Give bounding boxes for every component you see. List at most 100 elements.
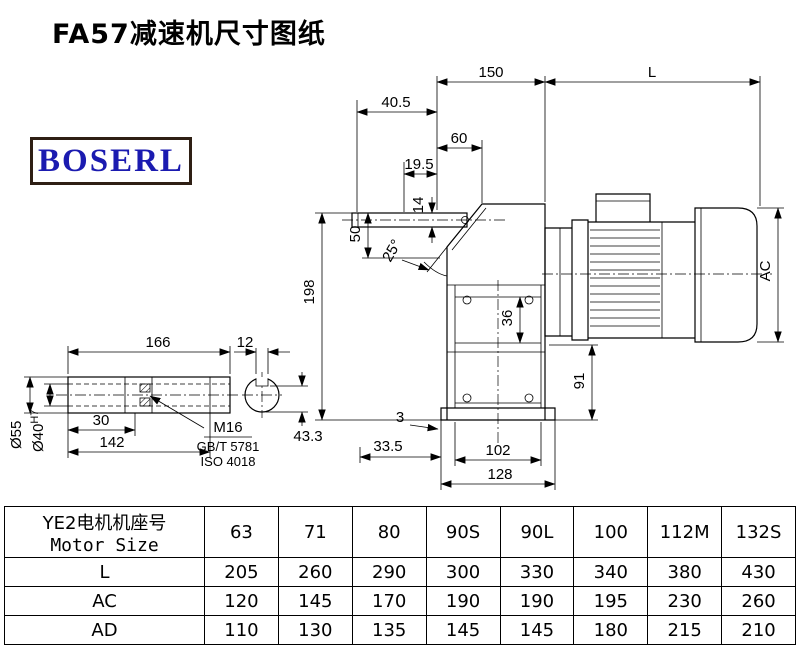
retaining-groove-hatch xyxy=(139,397,151,407)
table-header-row: YE2电机机座号 Motor Size 63 71 80 90S 90L 100… xyxy=(4,506,796,558)
dim-label: 166 xyxy=(145,334,170,351)
ext-lines xyxy=(255,348,269,374)
value-cell: 210 xyxy=(721,615,796,645)
input-shaft-outline xyxy=(351,212,468,228)
angle-arc xyxy=(423,246,448,277)
dim-label: AC xyxy=(757,260,774,281)
housing-outline xyxy=(440,203,556,421)
value-cell: 190 xyxy=(499,586,575,616)
dim-L: L xyxy=(544,64,761,206)
value-cell: 145 xyxy=(499,615,575,645)
dim-label: 150 xyxy=(478,64,503,81)
motor xyxy=(544,193,758,343)
frame-size-cell: 90L xyxy=(499,506,575,558)
dim-label: 128 xyxy=(487,466,512,483)
input-shaft xyxy=(351,212,469,228)
dim-label: 25° xyxy=(379,237,405,265)
dim-label: 102 xyxy=(485,442,510,459)
dim-leader xyxy=(409,423,439,432)
boserl-logo: BOSERL xyxy=(30,137,192,185)
value-cell: 215 xyxy=(647,615,723,645)
value-cell: 110 xyxy=(204,615,279,645)
shaft-outline xyxy=(67,376,231,414)
dim-label: Ø40H7 xyxy=(29,410,47,452)
frame-size-cell: 90S xyxy=(425,506,501,558)
value-cell: 180 xyxy=(573,615,649,645)
value-cell: 340 xyxy=(573,557,649,587)
value-cell: 190 xyxy=(425,586,501,616)
bore-dia: Ø40 xyxy=(30,424,47,452)
dim-43-3: 43.3 xyxy=(266,372,323,445)
value-cell: 260 xyxy=(277,557,353,587)
dim-label: L xyxy=(648,64,656,81)
flange-bolt-hole xyxy=(524,393,534,403)
frame-size-cell: 80 xyxy=(351,506,427,558)
dim-label: Ø55 xyxy=(8,421,25,449)
technical-drawing: 150 L 40.5 60 19.5 14 xyxy=(8,64,784,490)
dim-dia55: Ø55 xyxy=(8,376,68,449)
value-cell: 300 xyxy=(425,557,501,587)
value-cell: 145 xyxy=(277,586,353,616)
leader-line xyxy=(149,395,205,429)
dim-label: 142 xyxy=(99,434,124,451)
dim-AC: AC xyxy=(757,207,784,343)
flange-bolt-hole xyxy=(524,295,534,305)
retaining-groove-hatch xyxy=(139,383,151,393)
value-cell: 230 xyxy=(647,586,723,616)
flange-bolt-hole xyxy=(462,295,472,305)
frame-size-cell: 112M xyxy=(647,506,723,558)
dim-label: 43.3 xyxy=(293,428,322,445)
keyway-mask xyxy=(256,377,268,386)
dim-128: 128 xyxy=(440,420,556,490)
dim-label: 40.5 xyxy=(381,94,410,111)
dim-label: 3 xyxy=(396,409,404,426)
shaft-end-view xyxy=(244,377,280,413)
bore-tolerance: H7 xyxy=(29,410,41,424)
dim-19-5: 19.5 xyxy=(403,156,438,212)
value-cell: 135 xyxy=(351,615,427,645)
dim-label: 50 xyxy=(347,226,364,243)
dim-label: 19.5 xyxy=(404,156,433,173)
dim-60: 60 xyxy=(436,130,483,203)
input-shaft-center xyxy=(461,216,469,224)
dim-36: 36 xyxy=(499,296,524,344)
frame-size-cell: 71 xyxy=(277,506,353,558)
row-label-cell: AD xyxy=(4,615,205,645)
row-label-cell: AC xyxy=(4,586,205,616)
frame-size-cell: 63 xyxy=(204,506,279,558)
ext-lines xyxy=(436,76,546,210)
flange-bolt-hole xyxy=(462,393,472,403)
dim-14: 14 xyxy=(410,197,436,243)
dim-label: 91 xyxy=(571,373,588,390)
value-cell: 330 xyxy=(499,557,575,587)
thread-label: M16 xyxy=(213,419,242,436)
dim-166: 166 xyxy=(67,334,231,374)
value-cell: 145 xyxy=(425,615,501,645)
page-title: FA57减速机尺寸图纸 xyxy=(52,19,326,50)
dim-label: 60 xyxy=(451,130,468,147)
value-cell: 130 xyxy=(277,615,353,645)
motor-size-header-cell: YE2电机机座号 Motor Size xyxy=(4,506,205,558)
row-label-cell: L xyxy=(4,557,205,587)
ext-lines xyxy=(440,420,556,490)
dim-102: 102 xyxy=(454,422,542,466)
shaft-detail-view xyxy=(67,376,231,414)
thread-callout: M16 GB/T 5781 ISO 4018 xyxy=(149,395,259,469)
motor-size-label-en: Motor Size xyxy=(50,534,159,556)
dim-30: 30 xyxy=(67,412,136,458)
gearbox-housing xyxy=(440,203,556,421)
dim-150: 150 xyxy=(436,64,546,210)
dim-142: 142 xyxy=(67,413,211,458)
dim-label: 36 xyxy=(499,310,516,327)
motor-outline xyxy=(544,193,758,343)
dim-12: 12 xyxy=(234,334,290,374)
value-cell: 380 xyxy=(647,557,723,587)
dim-198: 198 xyxy=(301,212,441,421)
keyway-slot xyxy=(255,379,269,387)
dim-label: 12 xyxy=(237,334,254,351)
dim-3: 3 xyxy=(396,409,439,432)
frame-size-cell: 132S xyxy=(721,506,796,558)
thread-iso-label: ISO 4018 xyxy=(201,454,256,469)
value-cell: 120 xyxy=(204,586,279,616)
